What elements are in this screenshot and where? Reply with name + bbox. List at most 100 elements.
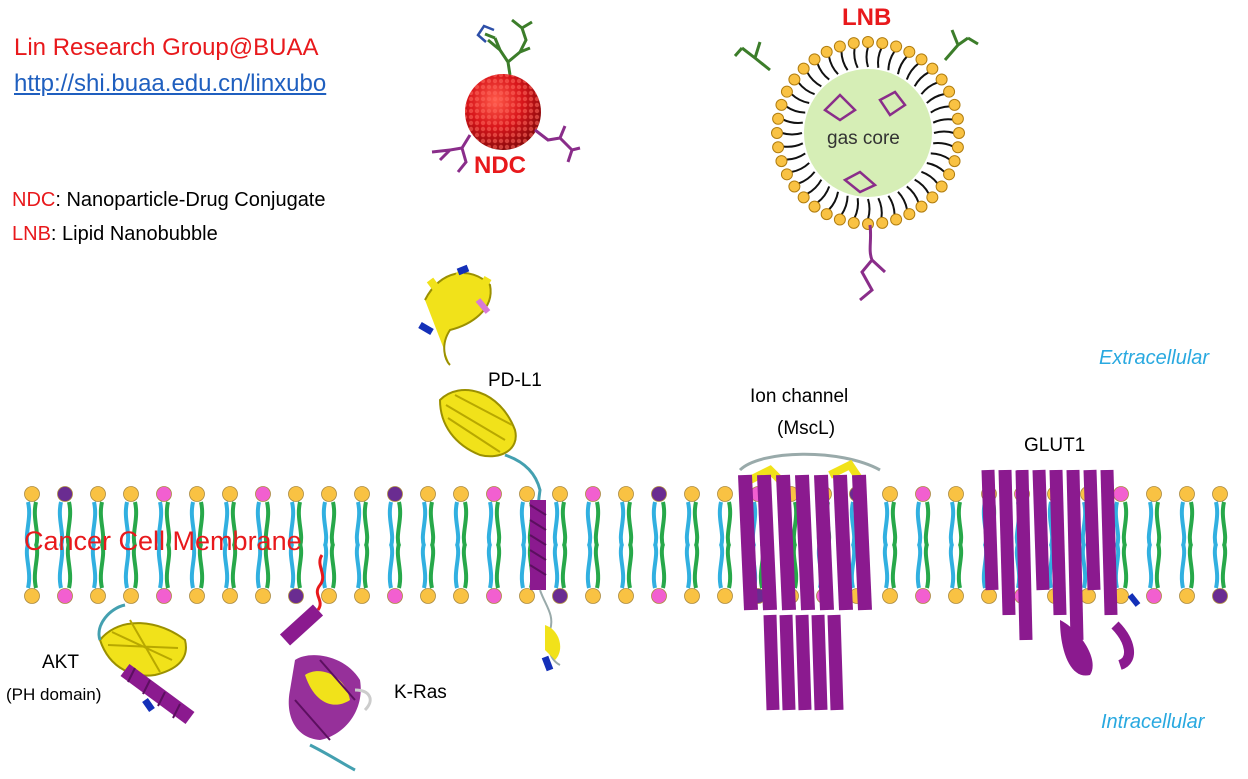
lipid-tail — [791, 162, 810, 174]
lipid-head — [1212, 588, 1228, 604]
lipid-tail — [1080, 501, 1088, 547]
lipid-head — [981, 588, 997, 604]
lipid-head — [820, 45, 833, 58]
lipid-tail — [849, 543, 857, 589]
lipid-tail — [552, 501, 560, 547]
lipid-head — [915, 588, 931, 604]
alpha-helix — [827, 614, 844, 711]
lipid-head — [948, 486, 964, 502]
lipid-tail — [288, 543, 296, 589]
lipid-tail — [519, 543, 527, 589]
akt-label: AKT — [42, 652, 79, 673]
lipid-tail — [790, 93, 810, 105]
lipid-tail — [956, 543, 964, 589]
lipid-tail — [806, 179, 823, 195]
lipid-head — [486, 486, 502, 502]
lipid-tail — [494, 543, 502, 589]
lipid-tail — [782, 118, 803, 125]
lipid-head — [585, 588, 601, 604]
ion-channel-label: Ion channel — [750, 386, 849, 407]
lipid-head — [90, 486, 106, 502]
lipid-tail — [1179, 501, 1187, 547]
lipid-head — [1146, 486, 1162, 502]
lipid-head — [717, 486, 733, 502]
alpha-helix — [763, 614, 780, 711]
lipid-tail — [321, 543, 329, 589]
lipid-head — [890, 213, 903, 226]
lipid-tail — [329, 501, 337, 547]
alpha-helix — [776, 474, 796, 611]
lipid-tail — [494, 501, 502, 547]
alpha-helix — [738, 474, 758, 611]
kras-label: K-Ras — [394, 682, 447, 703]
lipid-tail — [876, 47, 883, 68]
lipid-head — [519, 588, 535, 604]
lipid-tail — [849, 501, 857, 547]
lipid-tail — [717, 543, 725, 589]
lipid-head — [387, 588, 403, 604]
lipid-tail — [798, 171, 816, 185]
lipid-head — [797, 191, 810, 204]
lipid-head — [771, 127, 783, 139]
lipid-tail — [387, 543, 395, 589]
lipid-head — [255, 486, 271, 502]
lipid-head — [772, 141, 785, 154]
lipid-head — [354, 486, 370, 502]
lipid-tail — [797, 81, 815, 96]
lipid-head — [808, 53, 821, 66]
alpha-helix — [795, 474, 815, 611]
lipid-tail — [882, 501, 890, 547]
lipid-tail — [890, 501, 898, 547]
lipid-tail — [189, 501, 197, 547]
group-title: Lin Research Group@BUAA — [14, 34, 319, 61]
lipid-tail — [926, 161, 946, 173]
lipid-head — [123, 588, 139, 604]
lipid-tail — [65, 543, 73, 589]
lipid-head — [915, 486, 931, 502]
alpha-helix — [852, 474, 872, 611]
lipid-tail — [914, 178, 930, 195]
lipid-head — [1146, 588, 1162, 604]
lipid-head — [847, 216, 860, 229]
lipid-head — [651, 588, 667, 604]
alpha-helix — [1049, 469, 1067, 616]
lipid-tail — [1220, 501, 1228, 547]
lipid-tail — [32, 543, 40, 589]
lipid-tail — [131, 543, 139, 589]
lipid-tail — [428, 543, 436, 589]
lipid-tail — [684, 543, 692, 589]
lipid-tail — [453, 501, 461, 547]
lipid-head — [943, 168, 956, 181]
lipid-head — [808, 200, 821, 213]
lipid-head — [882, 588, 898, 604]
lipid-head — [486, 588, 502, 604]
lipid-head — [519, 486, 535, 502]
drug-molecule — [823, 90, 907, 194]
lipid-tail — [684, 501, 692, 547]
lipid-tail — [659, 543, 667, 589]
lipid-tail — [785, 105, 806, 114]
lipid-tail — [806, 71, 822, 88]
akt-domain-label: (PH domain) — [6, 685, 102, 704]
lipid-tail — [123, 543, 131, 589]
lipid-tail — [1179, 543, 1187, 589]
alpha-helix — [1111, 621, 1134, 670]
lipid-head — [123, 486, 139, 502]
lipid-head — [903, 208, 916, 221]
lipid-tail — [618, 543, 626, 589]
alpha-helix — [998, 469, 1016, 616]
lipid-tail — [915, 543, 923, 589]
lipid-head — [717, 588, 733, 604]
lipid-tail — [1121, 501, 1129, 547]
lipid-head — [862, 36, 874, 48]
lipid-tail — [420, 543, 428, 589]
protein-terminus — [1127, 593, 1141, 607]
group-website-link[interactable]: http://shi.buaa.edu.cn/linxubo — [14, 70, 327, 97]
drug-molecule — [733, 41, 771, 72]
lipid-tail — [618, 501, 626, 547]
lipid-head — [833, 213, 846, 226]
lipid-tail — [651, 543, 659, 589]
lipid-tail — [948, 501, 956, 547]
lipid-tail — [197, 501, 205, 547]
lipid-tail — [288, 501, 296, 547]
